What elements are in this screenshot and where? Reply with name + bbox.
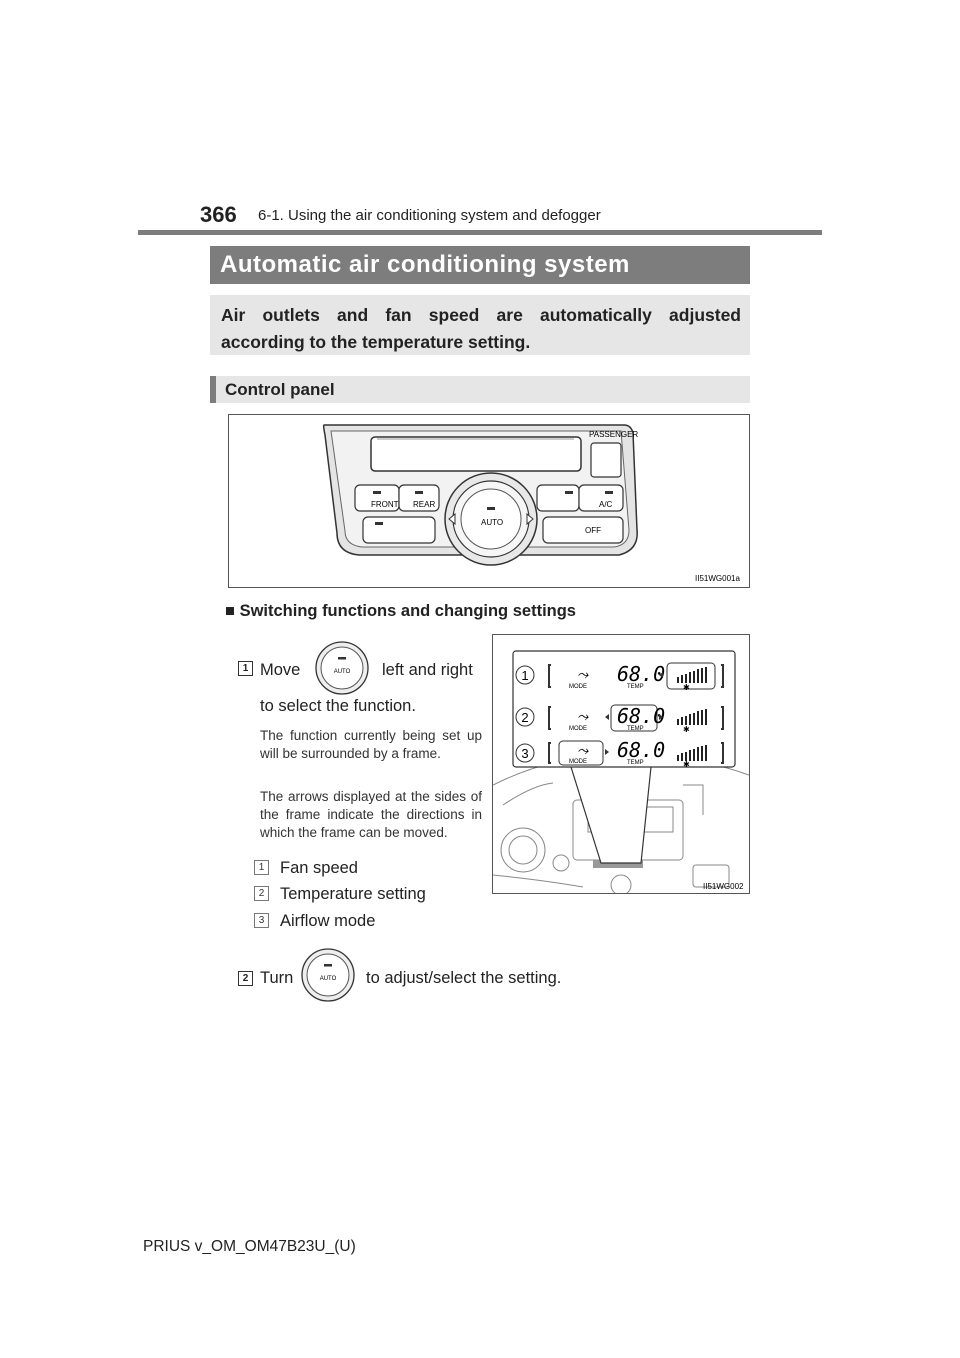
row-2-number: 2 <box>521 710 528 725</box>
fan-icon: ✱ <box>683 683 690 692</box>
step-1-text-line2: to select the function. <box>260 697 416 715</box>
step-1-number: 1 <box>238 661 253 676</box>
intro-text: Air outlets and fan speed are automatica… <box>221 305 741 352</box>
front-label: FRONT <box>371 500 399 509</box>
item-3-number: 3 <box>254 913 269 928</box>
item-1-label: Fan speed <box>280 859 358 877</box>
step-2-text-before: Turn <box>260 969 294 987</box>
knob-2-label: AUTO <box>320 976 337 982</box>
step-1-text-before: Move <box>260 661 301 679</box>
airflow-icon: ⤳ <box>577 742 589 758</box>
row-1-number: 1 <box>521 668 528 683</box>
control-panel-heading: Control panel <box>210 376 750 403</box>
step-1-note-2: The arrows displayed at the sides of the… <box>260 789 482 840</box>
step-1-text-after: left and right <box>382 661 473 679</box>
control-panel-figure: PASSENGER FRONT REAR A/C OFF AUTO II51WG… <box>228 414 750 588</box>
row-3-temp-label: TEMP <box>627 760 644 766</box>
step-2-number: 2 <box>238 971 253 986</box>
fan-icon: ✱ <box>683 725 690 734</box>
display-illustration: 1 ⤳ MODE 68.0 TEMP ✱ 2 ⤳ MODE <box>493 650 749 893</box>
auto-knob-icon: AUTO <box>315 641 369 695</box>
row-3-temp: 68.0 <box>617 738 665 762</box>
row-1-mode-label: MODE <box>569 684 587 690</box>
figure2-code: II51WG002 <box>703 882 744 891</box>
item-2-number: 2 <box>254 886 269 901</box>
control-panel-illustration: PASSENGER FRONT REAR A/C OFF AUTO II51WG… <box>322 424 740 583</box>
row-2-mode-label: MODE <box>569 726 587 732</box>
airflow-icon: ⤳ <box>577 666 589 682</box>
row-1-temp-label: TEMP <box>627 684 644 690</box>
subsection-heading: ■ Switching functions and changing setti… <box>225 602 576 620</box>
row-1-temp: 68.0 <box>617 662 665 686</box>
row-3-mode-label: MODE <box>569 759 587 765</box>
airflow-icon: ⤳ <box>577 708 589 724</box>
figure1-code: II51WG001a <box>695 574 740 583</box>
rear-label: REAR <box>413 500 435 509</box>
step-1-note-1: The function currently being set up will… <box>260 728 482 761</box>
header-rule <box>138 230 822 235</box>
item-2-label: Temperature setting <box>280 885 426 903</box>
section-heading: 6-1. Using the air conditioning system a… <box>258 207 601 224</box>
fan-icon: ✱ <box>683 760 690 769</box>
control-panel-heading-text: Control panel <box>225 380 335 399</box>
row-2-temp: 68.0 <box>617 704 665 728</box>
row-2-temp-label: TEMP <box>627 726 644 732</box>
auto-label: AUTO <box>481 518 503 527</box>
subsection-title: Switching functions and changing setting… <box>239 602 576 620</box>
intro-box: Air outlets and fan speed are automatica… <box>210 295 750 355</box>
passenger-label: PASSENGER <box>589 430 638 439</box>
item-3-label: Airflow mode <box>280 912 376 930</box>
knob-1-label: AUTO <box>334 669 351 675</box>
footer: PRIUS v_OM_OM47B23U_(U) <box>143 1238 356 1255</box>
off-label: OFF <box>585 526 601 535</box>
title-bar: Automatic air conditioning system <box>210 246 750 284</box>
ac-label: A/C <box>599 500 613 509</box>
auto-knob-icon: AUTO <box>301 948 355 1002</box>
page-title: Automatic air conditioning system <box>220 251 630 278</box>
display-figure: 1 ⤳ MODE 68.0 TEMP ✱ 2 ⤳ MODE <box>492 634 750 894</box>
page-number: 366 <box>200 202 237 227</box>
row-3-number: 3 <box>521 746 528 761</box>
step-2-text-after: to adjust/select the setting. <box>366 969 562 987</box>
item-1-number: 1 <box>254 860 269 875</box>
